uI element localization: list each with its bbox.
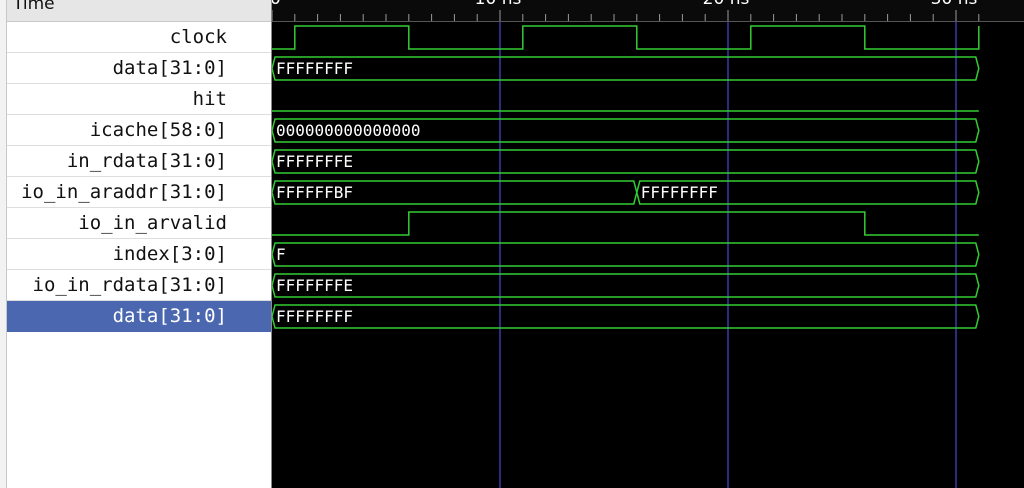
- bit-waveform: [272, 211, 979, 236]
- signal-row[interactable]: icache[58:0]: [7, 115, 271, 146]
- signal-row[interactable]: io_in_rdata[31:0]: [7, 270, 271, 301]
- time-tick-label: 0: [272, 0, 281, 9]
- bus-value-label: FFFFFFFE: [276, 276, 353, 295]
- waveform-viewer[interactable]: 010 ns20 ns30 nsFFFFFFFF000000000000000F…: [271, 0, 1024, 488]
- signal-row[interactable]: in_rdata[31:0]: [7, 146, 271, 177]
- bus-value-label: FFFFFFFE: [276, 152, 353, 171]
- time-tick-label: 10 ns: [475, 0, 522, 9]
- timeline-ruler: [272, 0, 1024, 22]
- signal-row[interactable]: io_in_arvalid: [7, 208, 271, 239]
- signal-row[interactable]: hit: [7, 84, 271, 115]
- signal-row[interactable]: clock: [7, 22, 271, 53]
- bus-segment: [272, 149, 980, 174]
- bus-segment: [272, 304, 980, 329]
- signal-row[interactable]: data[31:0]: [7, 301, 271, 332]
- signal-row[interactable]: index[3:0]: [7, 239, 271, 270]
- bit-waveform: [272, 25, 980, 50]
- time-tick-label: 20 ns: [703, 0, 750, 9]
- bus-value-label: F: [276, 245, 286, 264]
- bus-value-label: FFFFFFFF: [641, 183, 718, 202]
- bus-value-label: FFFFFFBF: [276, 183, 353, 202]
- waveform-canvas[interactable]: 010 ns20 ns30 nsFFFFFFFF000000000000000F…: [272, 0, 1024, 488]
- signal-row[interactable]: data[31:0]: [7, 53, 271, 84]
- left-edge-strip: [0, 0, 7, 488]
- time-tick-label: 30 ns: [931, 0, 978, 9]
- bus-segment: [272, 273, 980, 298]
- bus-segment: [272, 56, 980, 81]
- time-column-header: Time: [7, 0, 271, 22]
- bus-segment: [272, 118, 980, 143]
- bus-segment: [636, 180, 980, 205]
- bus-segment: [272, 242, 980, 267]
- bus-value-label: FFFFFFFF: [276, 307, 353, 326]
- time-header-label: Time: [13, 0, 55, 14]
- bus-value-label: FFFFFFFF: [276, 59, 353, 78]
- signal-row[interactable]: io_in_araddr[31:0]: [7, 177, 271, 208]
- bus-value-label: 000000000000000: [276, 121, 421, 140]
